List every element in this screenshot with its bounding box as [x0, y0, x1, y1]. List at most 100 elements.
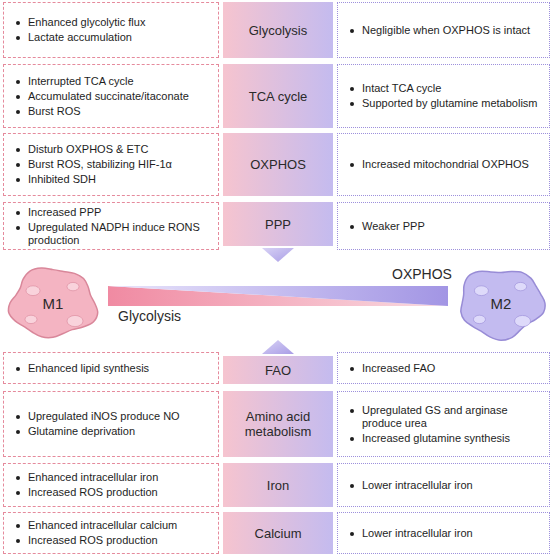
oxphos-wedge [108, 286, 448, 306]
bullet-item: Inhibited SDH [14, 173, 212, 186]
bullet-item: Increased ROS production [14, 486, 212, 499]
up-triangle [262, 340, 294, 354]
m1-feature-box: Enhanced intracellular calciumIncreased … [3, 512, 219, 554]
bullet-item: Intact TCA cycle [348, 82, 543, 95]
bullet-item: Lower intracellular iron [348, 527, 543, 540]
pathway-name: PPP [265, 217, 291, 232]
bullet-item: Disturb OXPHOS & ETC [14, 143, 212, 156]
bullet-item: Enhanced lipid synthesis [14, 362, 212, 375]
bullet-item: Glutamine deprivation [14, 425, 212, 438]
pathway-label-box: PPP [223, 202, 333, 246]
bullet-text: Enhanced lipid synthesis [28, 362, 149, 375]
pathway-name: Iron [267, 478, 289, 493]
bullet-text: Enhanced intracellular iron [28, 471, 158, 484]
bullet-text: Increased ROS production [28, 534, 158, 547]
bullet-item: Weaker PPP [348, 220, 543, 233]
pathway-name: TCA cycle [249, 89, 308, 104]
pathway-name: Calcium [255, 526, 302, 541]
bullet-item: Enhanced intracellular iron [14, 471, 212, 484]
cell-label: M2 [491, 295, 512, 312]
m2-feature-box: Increased mitochondrial OXPHOS [337, 133, 550, 196]
bullet-item: Increased PPP [14, 206, 212, 219]
organelle [515, 315, 531, 326]
pathway-label-box: Iron [223, 463, 333, 507]
pathway-label-box: TCA cycle [223, 64, 333, 128]
bullet-dot [16, 110, 20, 114]
bullet-dot [16, 80, 20, 84]
m2-feature-box: Weaker PPP [337, 202, 550, 250]
bullet-text: Lower intracellular iron [362, 527, 473, 540]
axis-label: OXPHOS [392, 266, 452, 282]
pathway-label-box: Amino acid metabolism [223, 391, 333, 457]
bullet-item: Interrupted TCA cycle [14, 75, 212, 88]
bullet-text: Lactate accumulation [28, 31, 132, 44]
bullet-item: Negligible when OXPHOS is intact [348, 24, 543, 37]
m2-feature-box: Increased FAO [337, 352, 550, 384]
bullet-dot [16, 21, 20, 25]
bullet-dot [350, 87, 354, 91]
cell-body [8, 268, 97, 338]
bullet-item: Supported by glutamine metabolism [348, 97, 543, 110]
bullet-dot [16, 524, 20, 528]
glycolysis-wedge [108, 286, 448, 306]
bullet-item: Accumulated succinate/itaconate [14, 90, 212, 103]
bullet-dot [350, 102, 354, 106]
bullet-dot [16, 95, 20, 99]
bullet-item: Increased mitochondrial OXPHOS [348, 158, 543, 171]
macrophage-cell: M1 [3, 262, 103, 344]
bullet-dot [350, 409, 354, 413]
organelle [474, 286, 488, 296]
bullet-text: Enhanced glycolytic flux [28, 16, 145, 29]
pathway-name: FAO [265, 363, 291, 378]
axis-label: Glycolysis [118, 308, 181, 324]
bullet-text: Supported by glutamine metabolism [362, 97, 537, 110]
m1-feature-box: Upregulated iNOS produce NO Glutamine dep… [3, 391, 219, 457]
bullet-text: Burst ROS, stabilizing HIF-1α [28, 158, 172, 171]
bullet-text: Increased mitochondrial OXPHOS [362, 158, 529, 171]
bullet-text: Weaker PPP [362, 220, 425, 233]
bullet-dot [16, 539, 20, 543]
m1-feature-box: Increased PPPUpregulated NADPH induce RO… [3, 202, 219, 250]
bullet-text: Negligible when OXPHOS is intact [362, 24, 530, 37]
bullet-dot [350, 532, 354, 536]
bullet-dot [350, 29, 354, 33]
bullet-item: Enhanced glycolytic flux [14, 16, 212, 29]
bullet-text: Inhibited SDH [28, 173, 96, 186]
bullet-text: Disturb OXPHOS & ETC [28, 143, 148, 156]
macrophage-cell: M2 [452, 262, 550, 344]
bullet-dot [16, 367, 20, 371]
pathway-label-box: FAO [223, 356, 333, 384]
pathway-label-box: Calcium [223, 512, 333, 554]
bullet-item: Burst ROS, stabilizing HIF-1α [14, 158, 212, 171]
m1-feature-box: Interrupted TCA cycleAccumulated succina… [3, 64, 219, 128]
bullet-text: Glutamine deprivation [28, 425, 135, 438]
pathway-label-box: Glycolysis [223, 2, 333, 58]
bullet-text: Interrupted TCA cycle [28, 75, 134, 88]
bullet-item: Lower intracellular iron [348, 479, 543, 492]
bullet-dot [16, 36, 20, 40]
organelle [25, 315, 37, 323]
bullet-item: Increased glutamine synthesis [348, 432, 543, 445]
bullet-item: Upregulated GS and arginase produce urea [348, 404, 543, 430]
bullet-dot [16, 148, 20, 152]
m1-feature-box: Enhanced lipid synthesis [3, 352, 219, 384]
bullet-dot [350, 437, 354, 441]
bullet-dot [16, 163, 20, 167]
m2-feature-box: Lower intracellular iron [337, 512, 550, 554]
bullet-text: Increased glutamine synthesis [362, 432, 510, 445]
bullet-item: Burst ROS [14, 105, 212, 118]
bullet-text: Increased ROS production [28, 486, 158, 499]
bullet-item: Increased FAO [348, 362, 543, 375]
bullet-text: Intact TCA cycle [362, 82, 441, 95]
bullet-text: Increased PPP [28, 206, 101, 219]
m1-feature-box: Enhanced intracellular ironIncreased ROS… [3, 463, 219, 507]
bullet-text: Lower intracellular iron [362, 479, 473, 492]
bullet-text: Enhanced intracellular calcium [28, 519, 177, 532]
bullet-dot [350, 163, 354, 167]
m2-feature-box: Negligible when OXPHOS is intact [337, 2, 550, 58]
bullet-dot [16, 178, 20, 182]
organelle [67, 315, 83, 326]
bullet-item: Upregulated iNOS produce NO [14, 410, 212, 423]
bullet-text: Upregulated GS and arginase produce urea [362, 404, 543, 430]
